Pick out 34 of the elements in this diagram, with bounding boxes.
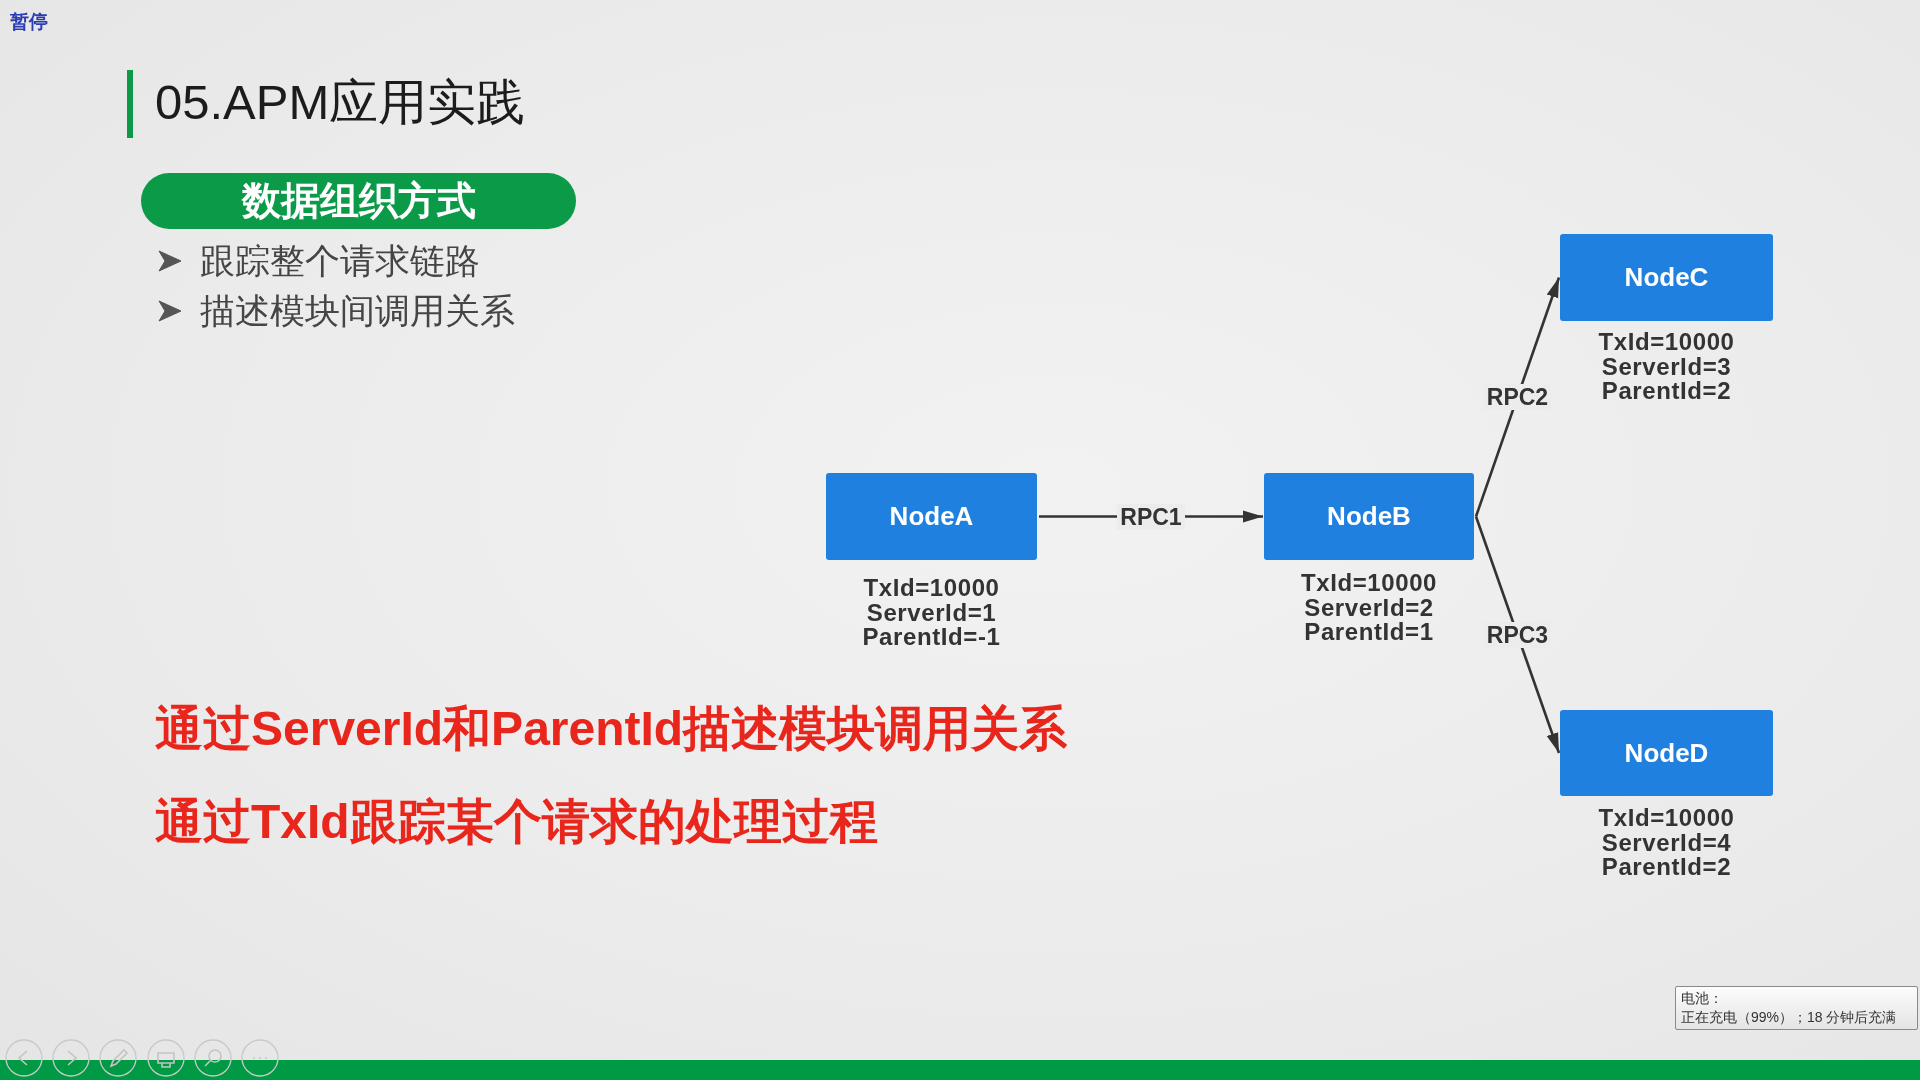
- node-caption: ServerId=1: [866, 598, 997, 626]
- node-box: [1560, 710, 1773, 796]
- bullet-text: 描述模块间调用关系: [200, 290, 515, 332]
- emphasis-text: 通过ServerId和ParentId描述模块调用关系: [155, 701, 1068, 757]
- node-label: NodeB: [1327, 501, 1411, 532]
- bullet-text: 跟踪整个请求链路: [200, 240, 480, 282]
- arrow: [1474, 516, 1561, 754]
- node-caption: TxId=10000: [1598, 804, 1735, 831]
- node-caption: ServerId=3: [1601, 352, 1732, 380]
- node-caption: TxId=10000: [1598, 328, 1735, 355]
- node-box: [826, 473, 1037, 560]
- node-caption: ServerId=2: [1304, 593, 1434, 621]
- edge-label: RPC1: [1117, 503, 1185, 530]
- status-text: 暂停: [10, 10, 48, 34]
- emphasis-text: 通过TxId跟踪某个请求的处理过程: [155, 794, 878, 850]
- node-caption: ParentId=-1: [862, 623, 1001, 650]
- section-header-pill: [141, 173, 576, 229]
- tooltip-text: 电池：: [1681, 989, 1723, 1008]
- node-caption: ParentId=1: [1304, 618, 1434, 645]
- node-box: [1264, 473, 1474, 560]
- node-box: [1560, 234, 1773, 321]
- node-caption: ServerId=4: [1601, 828, 1732, 856]
- node-caption: ParentId=2: [1601, 377, 1732, 404]
- node-label: NodeD: [1624, 737, 1709, 769]
- node-label: NodeA: [889, 501, 974, 532]
- slide-title: 05.APM应用实践: [155, 74, 526, 131]
- node-label: NodeC: [1624, 262, 1709, 293]
- tooltip-box: [1675, 986, 1918, 1030]
- node-caption: TxId=10000: [863, 574, 1000, 601]
- section-header-text: 数据组织方式: [241, 178, 476, 224]
- node-caption: TxId=10000: [1300, 569, 1438, 596]
- arrow: [1474, 277, 1561, 517]
- node-caption: ParentId=2: [1601, 853, 1732, 880]
- tooltip-text: 正在充电（99%）；18 分钟后充满: [1681, 1008, 1897, 1027]
